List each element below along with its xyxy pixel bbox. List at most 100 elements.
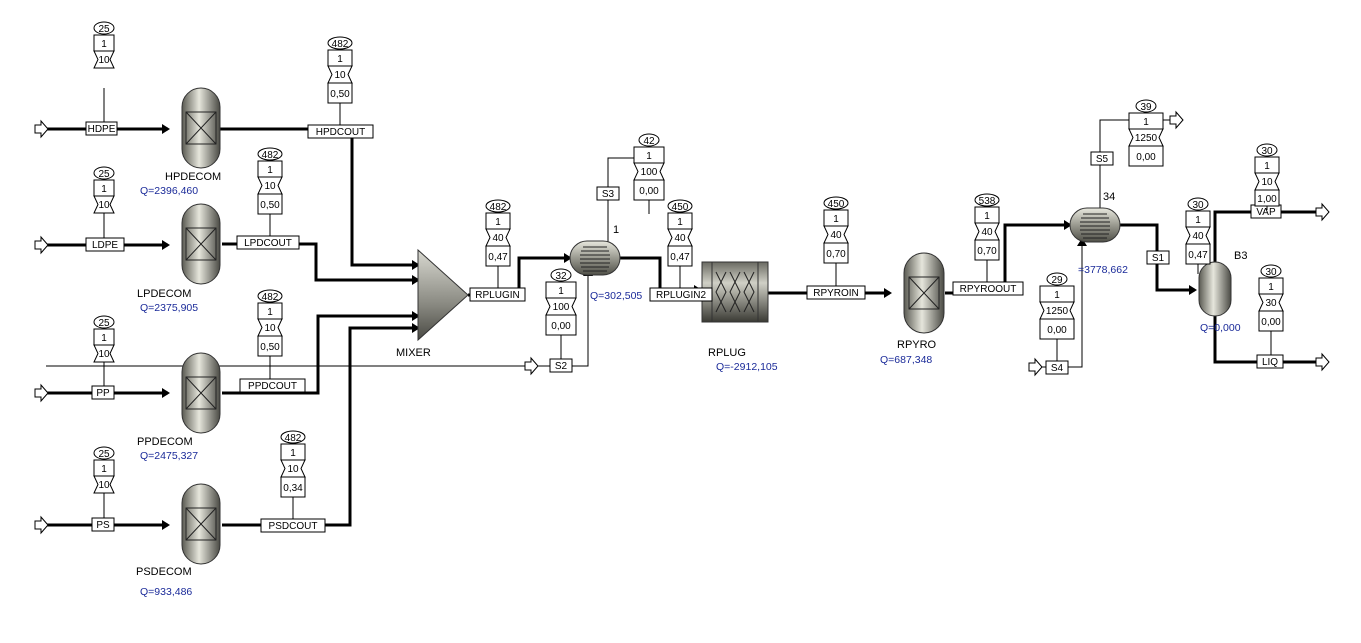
plug-flow-reactor[interactable] xyxy=(701,261,769,323)
stream-temperature: 42 xyxy=(643,136,655,147)
stream-tag-vap[interactable]: VAP xyxy=(1250,204,1282,219)
block-duty-hpdecom: Q=2396,460 xyxy=(140,185,198,197)
flash-separator-b3[interactable] xyxy=(1198,261,1232,317)
heater-block-1[interactable] xyxy=(569,240,621,276)
block-duty-psdecom: Q=933,486 xyxy=(140,586,192,598)
result-table-s1: 30 1 40 0,47 xyxy=(1185,197,1211,274)
stream-name: S1 xyxy=(1152,253,1165,264)
stream-tag-s4[interactable]: S4 xyxy=(1045,360,1069,375)
inlet-arrowhead xyxy=(564,253,572,263)
stream-tag-lpdcout[interactable]: LPDCOUT xyxy=(236,235,300,250)
product-arrow-s5 xyxy=(1169,110,1184,130)
heater-block-34[interactable] xyxy=(1069,207,1121,243)
stream-vapor-fraction: 0,00 xyxy=(639,186,659,197)
block-name-rpyro: RPYRO xyxy=(897,339,937,351)
result-table-hdpe: 25 1 10 xyxy=(93,21,115,122)
stream-tag-s1[interactable]: S1 xyxy=(1146,250,1170,265)
stream-name: RPLUGIN xyxy=(475,290,519,301)
stream-vapor-fraction: 0,47 xyxy=(1188,250,1208,261)
stream-name: S5 xyxy=(1096,154,1109,165)
stream-vapor-fraction: 0,50 xyxy=(260,200,280,211)
stream-pressure: 1 xyxy=(833,214,839,225)
stream-temperature: 25 xyxy=(98,24,110,35)
stream-mass-flow: 10 xyxy=(1261,177,1273,188)
stream-tag-psdcout[interactable]: PSDCOUT xyxy=(260,518,326,533)
stream-temperature: 30 xyxy=(1265,267,1277,278)
reactor-psdecom[interactable] xyxy=(181,483,221,565)
stream-temperature: 29 xyxy=(1051,275,1063,286)
reactor-rpyro[interactable] xyxy=(903,252,945,334)
stream-mass-flow: 10 xyxy=(98,349,110,360)
stream-temperature: 25 xyxy=(98,449,110,460)
stream-tag-s3[interactable]: S3 xyxy=(596,186,620,201)
stream-vapor-fraction: 0,47 xyxy=(670,252,690,263)
result-table-ldpe: 25 1 10 xyxy=(93,166,115,238)
stream-tag-hpdcout[interactable]: HPDCOUT xyxy=(307,124,374,139)
reactor-lpdecom[interactable] xyxy=(181,203,221,285)
stream-tag-ldpe[interactable]: LDPE xyxy=(85,237,125,252)
stream-pressure: 1 xyxy=(101,184,107,195)
stream-mass-flow: 10 xyxy=(287,464,299,475)
stream-pressure: 1 xyxy=(1195,215,1201,226)
block-name-1: 1 xyxy=(613,224,619,236)
stream-tag-ppdcout[interactable]: PPDCOUT xyxy=(239,378,306,393)
block-duty-b3: Q=0,000 xyxy=(1200,322,1241,334)
block-name-rplug: RPLUG xyxy=(708,347,746,359)
stream-tag-s2[interactable]: S2 xyxy=(549,358,573,373)
stream-mass-flow: 10 xyxy=(264,323,276,334)
stream-mass-flow: 40 xyxy=(830,230,842,241)
mixer-block[interactable] xyxy=(417,248,469,342)
inlet-arrowhead xyxy=(412,323,420,333)
stream-mass-flow: 10 xyxy=(98,480,110,491)
result-table-vap: 30 1 10 1,00 xyxy=(1254,143,1280,210)
result-table-liq: 30 1 30 0,00 xyxy=(1258,264,1284,355)
stream-name: PP xyxy=(96,388,110,399)
inlet-arrowhead xyxy=(162,388,170,398)
reactor-hpdecom[interactable] xyxy=(181,87,221,169)
stream-temperature: 25 xyxy=(98,318,110,329)
stream-tag-liq[interactable]: LIQ xyxy=(1256,354,1284,369)
stream-vapor-fraction: 0,00 xyxy=(1136,152,1156,163)
result-table-rplugin2: 450 1 40 0,47 xyxy=(667,199,693,288)
reactor-ppdecom[interactable] xyxy=(181,352,221,434)
stream-mass-flow: 10 xyxy=(334,70,346,81)
stream-vapor-fraction: 1,00 xyxy=(1257,194,1277,205)
stream-vapor-fraction: 0,70 xyxy=(826,249,846,260)
stream-pressure: 1 xyxy=(267,165,273,176)
stream-pressure: 1 xyxy=(101,39,107,50)
stream-tag-pp[interactable]: PP xyxy=(91,385,115,400)
stream-tag-ps[interactable]: PS xyxy=(91,517,115,532)
result-table-psdcout: 482 1 10 0,34 xyxy=(280,430,306,519)
stream-mass-flow: 30 xyxy=(1265,298,1277,309)
stream-temperature: 482 xyxy=(490,202,507,213)
result-table-ps: 25 1 10 xyxy=(93,446,115,518)
stream-name: HDPE xyxy=(88,124,116,135)
stream-tag-rplugin[interactable]: RPLUGIN xyxy=(469,287,526,302)
product-arrow-liq xyxy=(1315,352,1330,372)
product-arrow-vap xyxy=(1315,202,1330,222)
stream-vapor-fraction: 0,50 xyxy=(260,342,280,353)
feed-arrow-hdpe xyxy=(34,119,49,139)
result-table-rpyroin: 450 1 40 0,70 xyxy=(823,196,849,286)
stream-tag-s5[interactable]: S5 xyxy=(1090,151,1114,166)
stream-tag-rplugin2[interactable]: RPLUGIN2 xyxy=(649,287,713,302)
stream-lines xyxy=(46,119,1316,527)
block-name-lpdecom: LPDECOM xyxy=(137,288,191,300)
block-duty-34: =3778,662 xyxy=(1078,264,1128,276)
result-table-s2: 32 1 100 0,00 xyxy=(545,268,577,359)
block-name-34: 34 xyxy=(1103,191,1115,203)
stream-name: HPDCOUT xyxy=(316,127,365,138)
stream-tag-rpyroout[interactable]: RPYROOUT xyxy=(952,281,1024,296)
block-duty-rplug: Q=-2912,105 xyxy=(716,361,778,373)
stream-mass-flow: 10 xyxy=(98,200,110,211)
stream-mass-flow: 10 xyxy=(98,55,110,66)
stream-tag-rpyroin[interactable]: RPYROIN xyxy=(806,285,866,300)
stream-name: LDPE xyxy=(92,240,118,251)
stream-name: PSDCOUT xyxy=(269,521,318,532)
stream-pressure: 1 xyxy=(1264,161,1270,172)
stream-arrows xyxy=(34,110,1330,535)
stream-tag-hdpe[interactable]: HDPE xyxy=(85,121,118,136)
block-duty-rpyro: Q=687,348 xyxy=(880,354,932,366)
feed-arrow-pp xyxy=(34,383,49,403)
stream-name: RPYROOUT xyxy=(960,284,1017,295)
